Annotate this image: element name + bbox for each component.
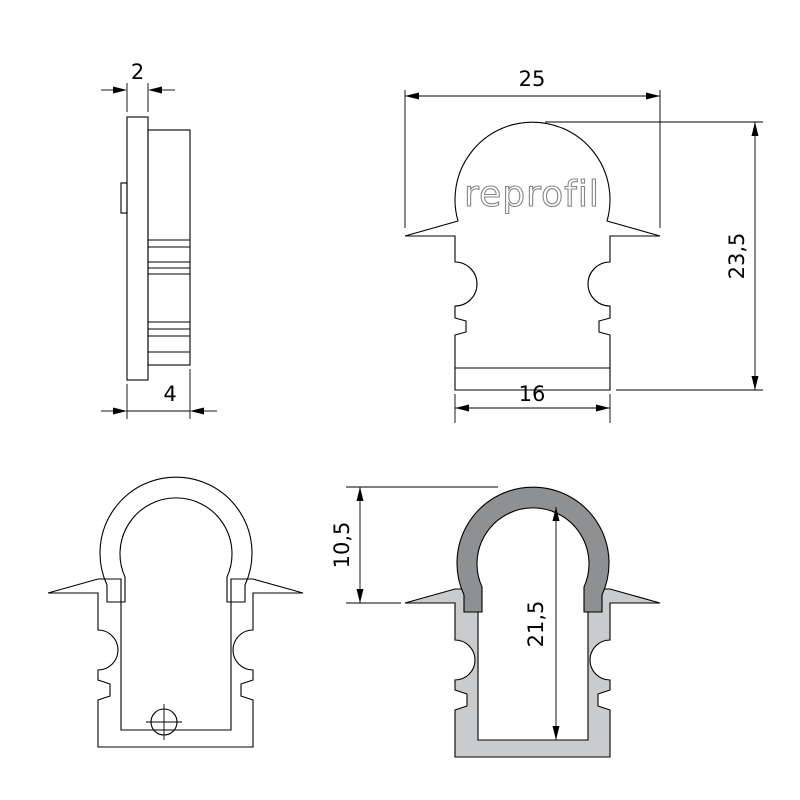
- arrow-icon: [148, 86, 162, 94]
- dim-front-width: 25: [519, 67, 546, 91]
- dimension-thickness: 2: [101, 60, 175, 112]
- dimension-inner-height: 21,5: [524, 507, 560, 740]
- arrow-icon: [356, 487, 364, 501]
- arrow-icon: [552, 507, 560, 521]
- front-view-outline: [404, 121, 661, 391]
- side-view-feature-lines: [148, 239, 190, 353]
- profile-outline-cover: [99, 476, 253, 603]
- profile-outline-body: [47, 578, 304, 748]
- arrow-icon: [751, 122, 759, 136]
- dimension-height: 23,5: [545, 121, 763, 391]
- mounting-hole-icon: [146, 704, 182, 740]
- side-view: 2 4: [101, 60, 217, 419]
- dim-side-thickness: 2: [131, 60, 144, 84]
- section-body: [404, 588, 661, 758]
- arrow-icon: [405, 92, 419, 100]
- arrow-icon: [113, 86, 127, 94]
- arrow-icon: [356, 589, 364, 603]
- dim-side-depth: 4: [163, 382, 176, 406]
- arrow-icon: [113, 407, 127, 415]
- dim-section-inner: 21,5: [524, 601, 548, 648]
- arrow-icon: [646, 92, 660, 100]
- dim-front-height: 23,5: [725, 233, 749, 280]
- arrow-icon: [455, 404, 469, 412]
- arrow-icon: [552, 726, 560, 740]
- dimension-arch-height: 10,5: [330, 486, 498, 604]
- profile-outline-view: [47, 476, 304, 748]
- dimension-depth: 4: [101, 369, 217, 419]
- front-view: reprofil 25 23,5 16: [404, 67, 763, 423]
- arrow-icon: [751, 376, 759, 390]
- section-cover: [456, 486, 610, 613]
- dim-front-base: 16: [519, 382, 546, 406]
- dim-section-cover: 10,5: [330, 522, 354, 569]
- arrow-icon: [190, 407, 204, 415]
- profile-section-view: 10,5 21,5: [330, 486, 661, 758]
- side-view-plate: [126, 116, 149, 381]
- dimension-width: 25: [404, 67, 661, 228]
- dimension-base-width: 16: [454, 382, 611, 423]
- logo-text: reprofil: [464, 174, 600, 215]
- arrow-icon: [596, 404, 610, 412]
- side-view-clip-notch: [120, 182, 128, 214]
